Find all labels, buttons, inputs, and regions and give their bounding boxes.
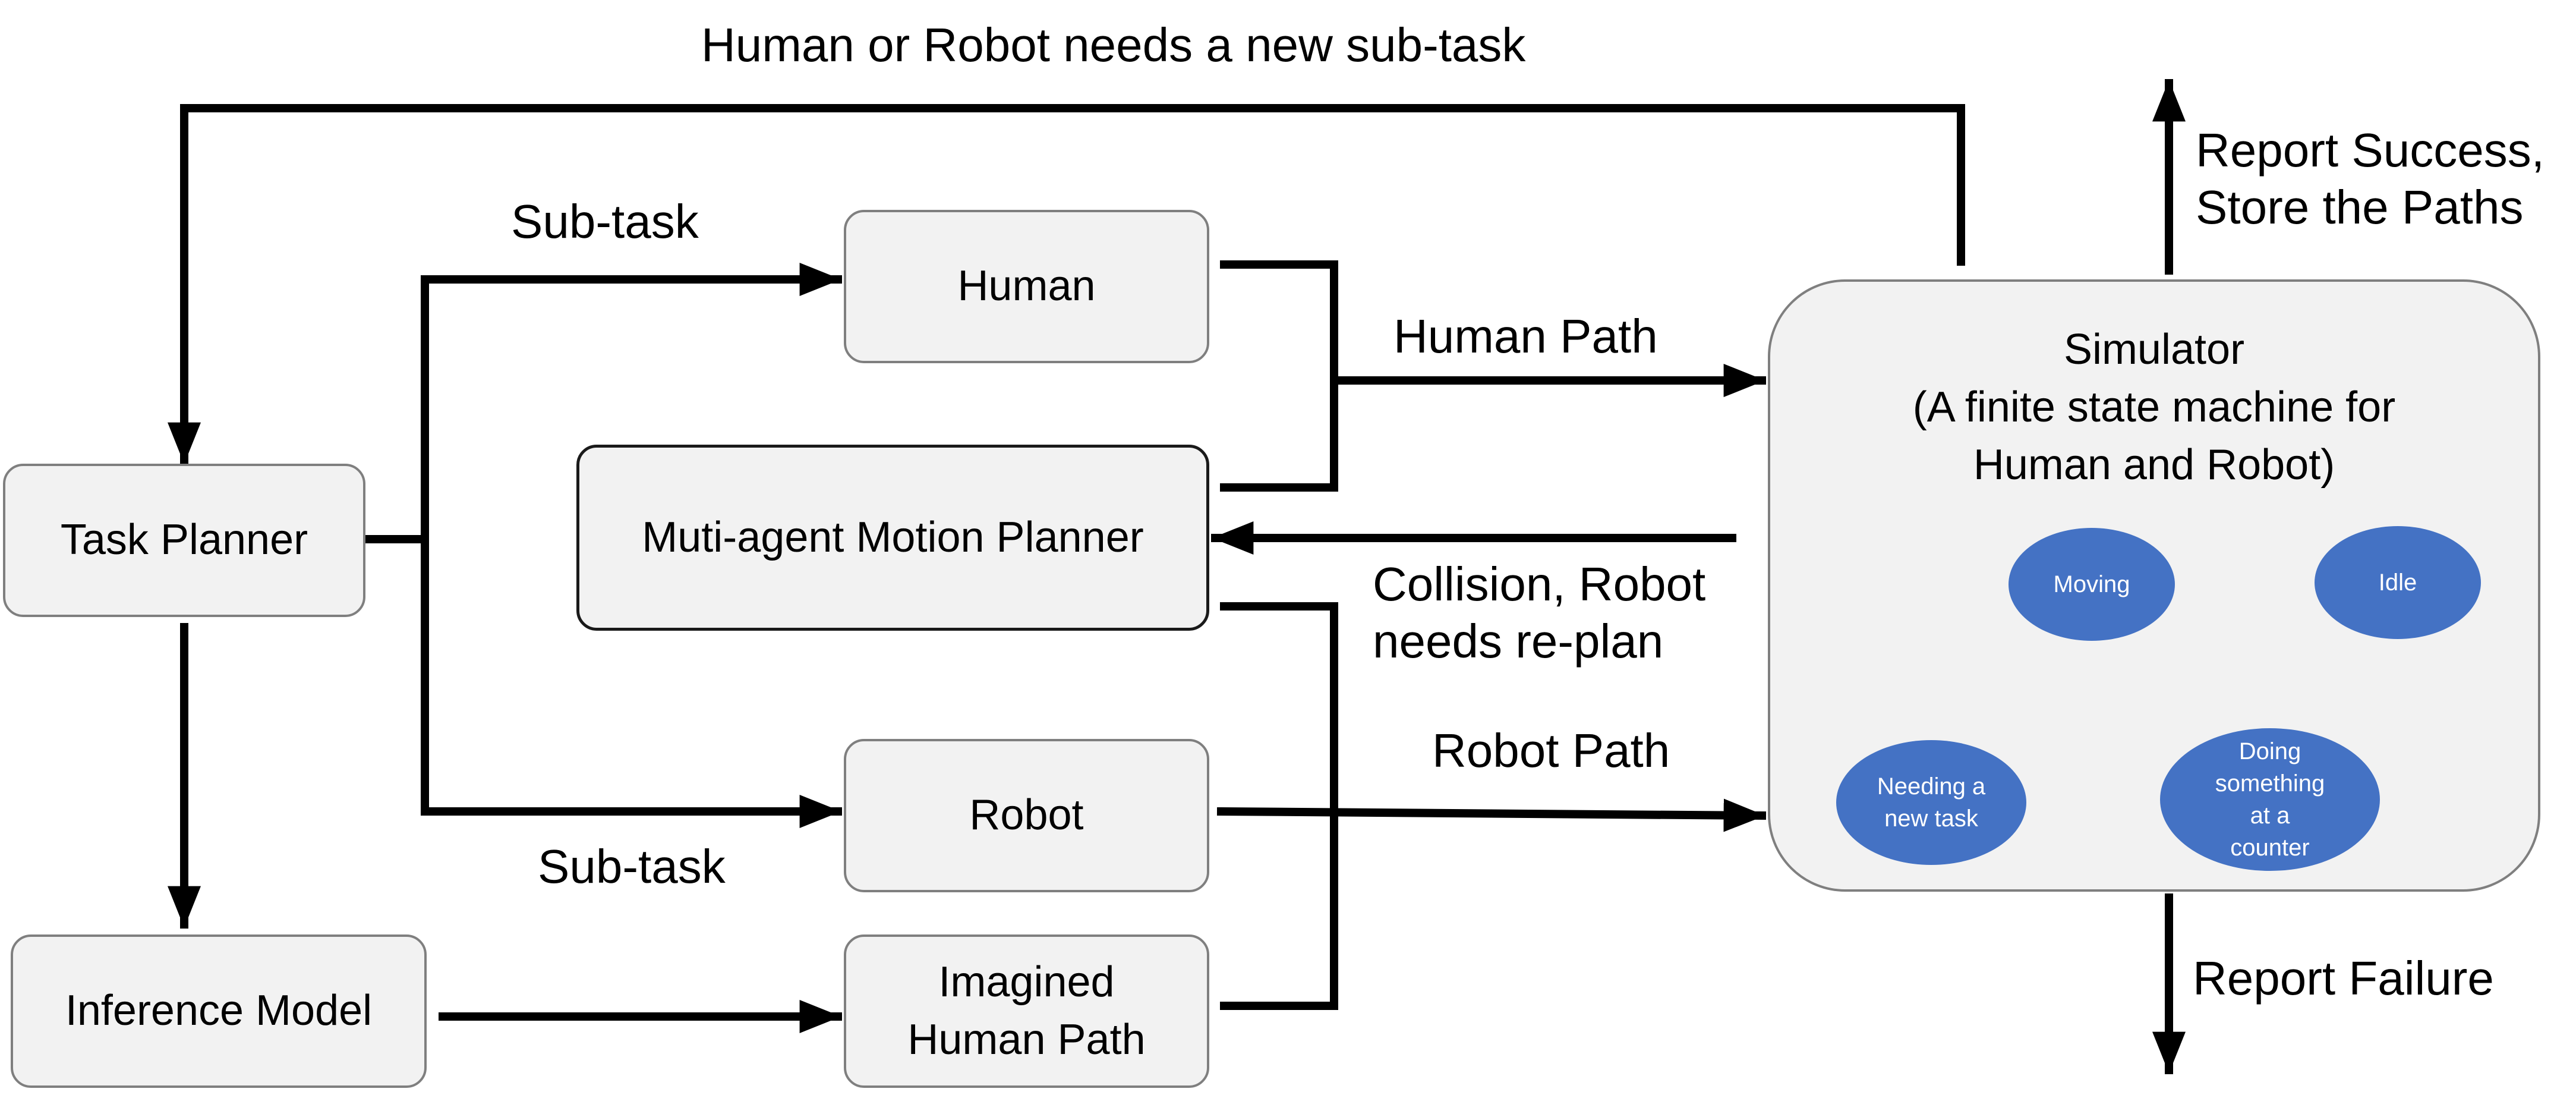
state-moving-label: Moving (2053, 571, 2130, 597)
state-needing-line1: Needing a (1877, 773, 1986, 800)
state-doing-line3: at a (2250, 803, 2290, 829)
inference-model-box: Inference Model (11, 934, 427, 1088)
report-success-line1: Report Success, (2196, 124, 2545, 177)
state-needing-line2: new task (1884, 805, 1978, 832)
collision-label-line1: Collision, Robot (1373, 558, 1706, 611)
state-idle-label: Idle (2378, 569, 2417, 596)
collision-label: Collision, Robot needs re-plan (1373, 556, 1705, 670)
robot-path-label: Robot Path (1432, 724, 1670, 777)
robot-path-arrow (1216, 798, 1767, 832)
motion-planner-box: Muti-agent Motion Planner (576, 445, 1209, 631)
human-path-label: Human Path (1393, 310, 1658, 363)
simulator-title-line3: Human and Robot) (1973, 441, 2335, 489)
human-label: Human (957, 262, 1096, 310)
new-subtask-loop-arrow (168, 104, 1965, 465)
state-idle: Idle (2315, 526, 2481, 639)
state-doing-at-counter: Doing something at a counter (2160, 728, 2380, 871)
robot-box: Robot (844, 739, 1209, 892)
report-success-label: Report Success, Store the Paths (2196, 122, 2545, 236)
task-planner-box: Task Planner (3, 464, 365, 617)
robot-label: Robot (969, 791, 1084, 839)
new-subtask-label: Human or Robot needs a new sub-task (701, 18, 1526, 71)
report-failure-label: Report Failure (2193, 952, 2494, 1005)
report-success-line2: Store the Paths (2196, 181, 2524, 234)
imagined-human-path-box: Imagined Human Path (844, 934, 1209, 1088)
state-needing-new-task: Needing a new task (1836, 740, 2026, 865)
state-doing-line4: counter (2230, 835, 2310, 861)
state-moving: Moving (2009, 528, 2175, 641)
simulator-title-line2: (A finite state machine for (1912, 383, 2396, 432)
simulator-title-line1: Simulator (2063, 326, 2245, 373)
subtask-top-label: Sub-task (511, 195, 699, 248)
inference-model-label: Inference Model (65, 987, 373, 1035)
subtask-bottom-label: Sub-task (538, 840, 726, 893)
simulator-title: Simulator (A finite state machine for Hu… (1783, 321, 2525, 495)
imagined-path-bracket (1220, 602, 1338, 1010)
state-doing-line1: Doing (2238, 738, 2301, 764)
collision-label-line2: needs re-plan (1373, 615, 1664, 668)
imagined-path-label-line1: Imagined (938, 958, 1115, 1006)
task-planner-label: Task Planner (60, 516, 308, 564)
motion-planner-label: Muti-agent Motion Planner (642, 513, 1144, 561)
state-doing-line2: something (2215, 770, 2325, 797)
imagined-path-label-line2: Human Path (907, 1016, 1146, 1063)
human-box: Human (844, 210, 1209, 363)
human-path-bracket (1220, 260, 1338, 492)
